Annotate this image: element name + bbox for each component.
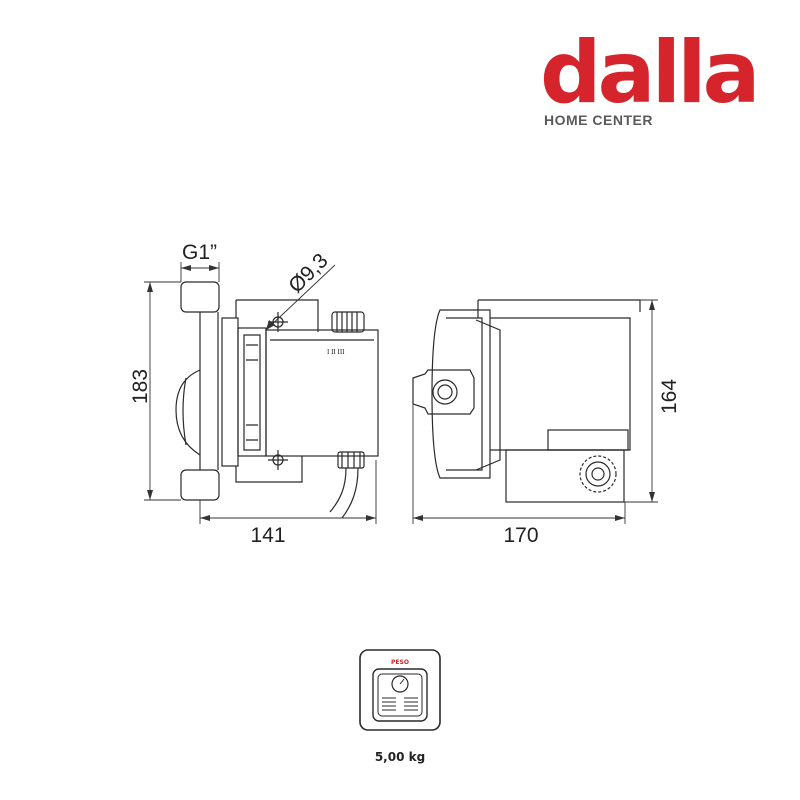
pump-side-view [175,281,379,519]
thread-size-label: G1” [182,241,217,264]
dimension-lines [144,262,658,524]
width-170-label: 170 [503,524,538,547]
logo-wordmark: dalla [540,23,761,123]
scale-icon-label: PESO [391,659,409,666]
logo-tagline: HOME CENTER [544,112,653,128]
depth-141-label: 141 [250,524,285,547]
brand-logo: dalla HOME CENTER [540,30,761,132]
height-164-label: 164 [658,379,681,414]
scale-icon: PESO [359,649,441,731]
weight-value: 5,00 kg [374,750,426,764]
speed-marks: I II III [327,348,345,356]
pump-front-view [412,299,641,503]
height-183-label: 183 [129,369,152,404]
dimension-arrows [147,265,655,521]
